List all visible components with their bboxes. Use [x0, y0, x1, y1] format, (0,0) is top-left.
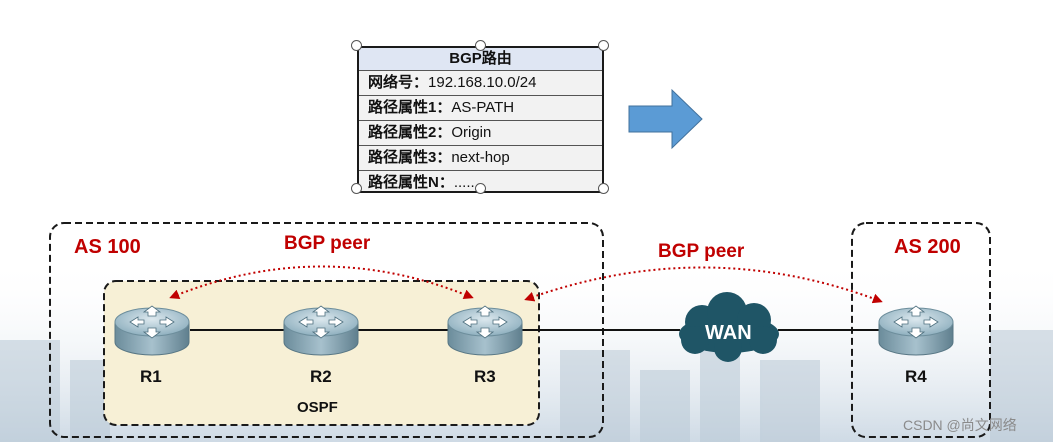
- route-row-label: 路径属性2：: [368, 124, 452, 141]
- resize-handle-top-middle[interactable]: [475, 40, 486, 51]
- route-row-value: 192.168.10.0/24: [428, 74, 537, 91]
- route-row-value: next-hop: [451, 149, 510, 166]
- route-row-value: Origin: [451, 124, 492, 141]
- router-r4-icon: [878, 305, 954, 356]
- route-row-attr1: 路径属性1：AS-PATH: [359, 95, 602, 120]
- route-row-value: ......: [453, 174, 479, 191]
- route-row-label: 路径属性N：: [368, 174, 454, 191]
- wan-label: WAN: [705, 322, 752, 344]
- bgp-peer-link-r3-r4: [524, 266, 883, 304]
- route-row-network: 网络号：192.168.10.0/24: [359, 70, 602, 95]
- router-r1-icon: [114, 305, 190, 356]
- route-table-title: BGP路由: [359, 48, 602, 70]
- router-r4-label: R4: [905, 367, 927, 386]
- route-row-attr2: 路径属性2：Origin: [359, 120, 602, 145]
- route-row-label: 网络号：: [368, 74, 429, 91]
- route-row-label: 路径属性1：: [368, 99, 452, 116]
- resize-handle-top-right[interactable]: [598, 40, 609, 51]
- bgp-peer-label-external: BGP peer: [658, 241, 745, 262]
- bgp-peer-link-r1-r3: [169, 265, 474, 299]
- router-r1-label: R1: [140, 367, 162, 386]
- route-row-attrn: 路径属性N：......: [359, 170, 602, 191]
- router-r3-label: R3: [474, 367, 496, 386]
- as200-label: AS 200: [894, 236, 961, 258]
- bgp-route-table: BGP路由 网络号：192.168.10.0/24 路径属性1：AS-PATH …: [357, 46, 604, 193]
- watermark: CSDN @尚文网络: [903, 417, 1017, 433]
- ospf-area-label: OSPF: [297, 399, 338, 416]
- router-r3-icon: [447, 305, 523, 356]
- router-r2-label: R2: [310, 367, 332, 386]
- route-row-value: AS-PATH: [451, 99, 515, 116]
- route-row-attr3: 路径属性3：next-hop: [359, 145, 602, 170]
- right-arrow-icon: [628, 88, 703, 150]
- router-r2-icon: [283, 305, 359, 356]
- resize-handle-bottom-left[interactable]: [351, 183, 362, 194]
- bgp-peer-label-internal: BGP peer: [284, 233, 371, 254]
- route-row-label: 路径属性3：: [368, 149, 452, 166]
- resize-handle-top-left[interactable]: [351, 40, 362, 51]
- resize-handle-bottom-middle[interactable]: [475, 183, 486, 194]
- as100-label: AS 100: [74, 236, 141, 258]
- resize-handle-bottom-right[interactable]: [598, 183, 609, 194]
